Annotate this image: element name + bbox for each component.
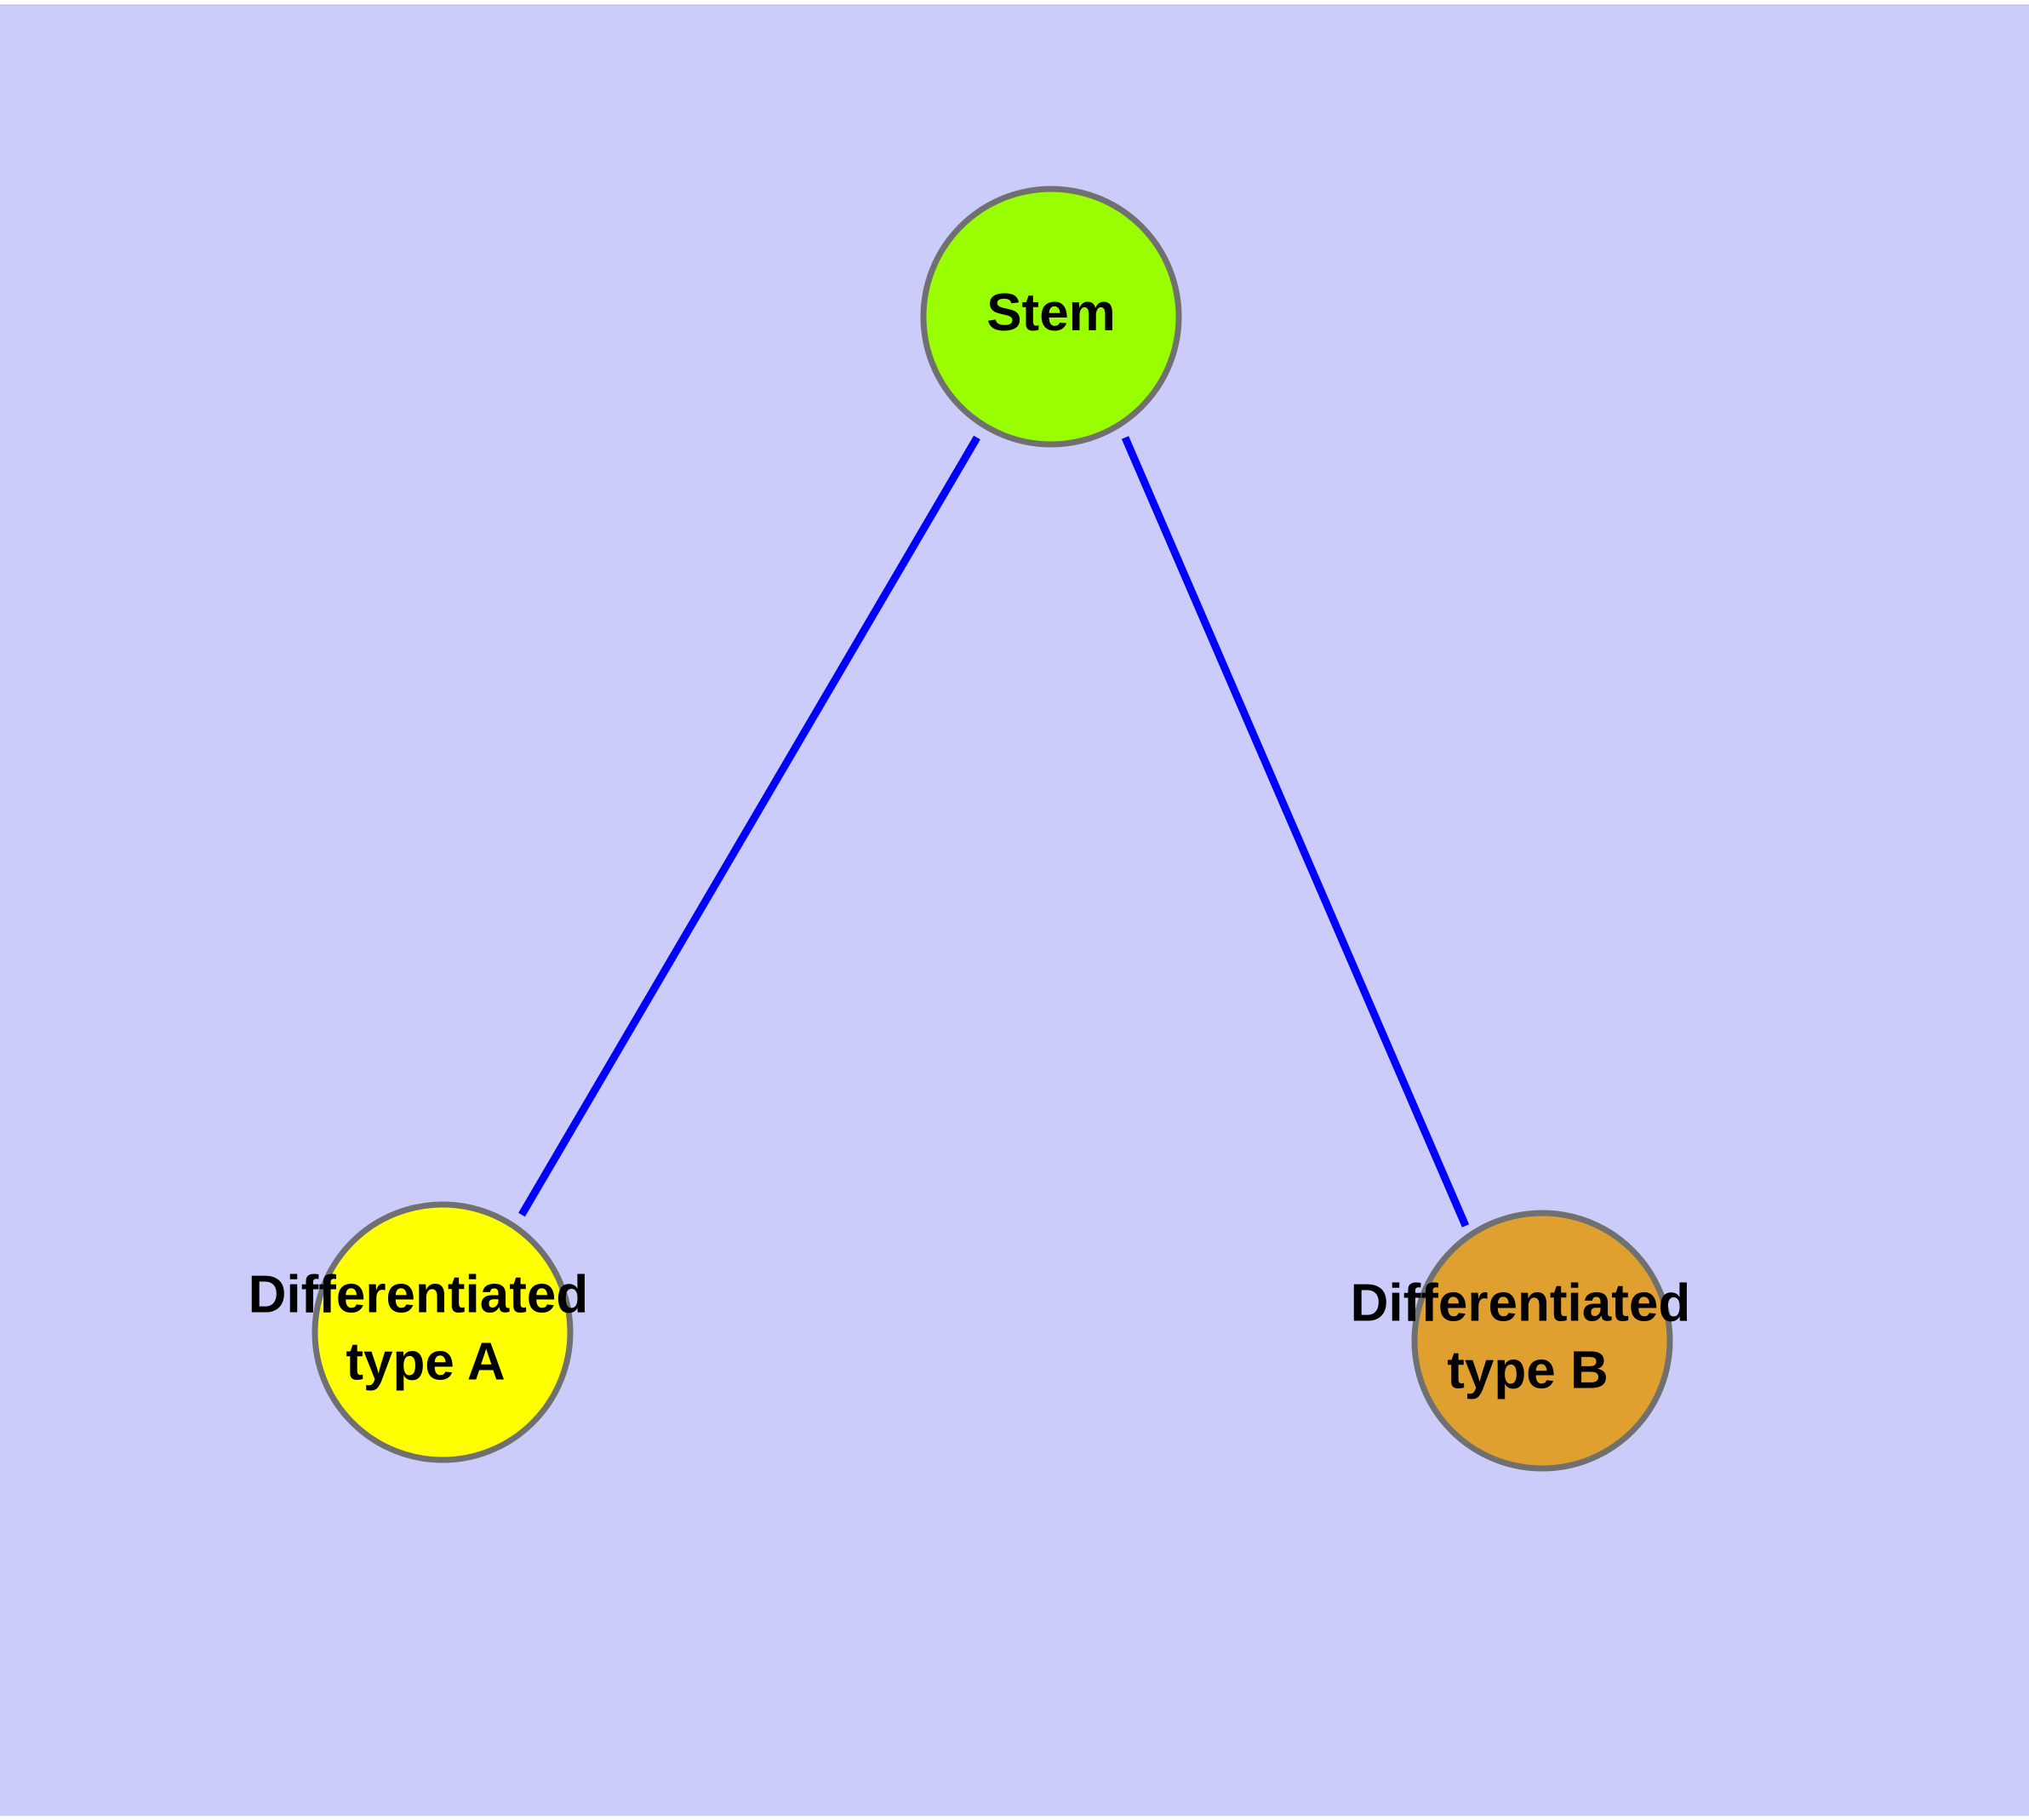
node-differentiated-type-a-label-line-1: Differentiated — [249, 1266, 589, 1325]
node-differentiated-type-b-label-line-1: Differentiated — [1351, 1274, 1691, 1333]
node-differentiated-type-b-label-line-2: type B — [1447, 1342, 1608, 1400]
node-differentiated-type-a-label-line-2: type A — [346, 1333, 505, 1392]
node-stem-label-line-1: Stem — [986, 283, 1116, 342]
edge-stem-to-differentiated-type-a[interactable] — [518, 435, 980, 1217]
node-differentiated-type-b-label: Differentiated type B — [1351, 1274, 1706, 1400]
node-differentiated-type-b[interactable]: Differentiated type B — [1351, 1210, 1706, 1472]
node-stem-label: Stem — [986, 283, 1116, 342]
edges-layer — [518, 435, 1470, 1228]
node-differentiated-type-a-label: Differentiated type A — [249, 1266, 603, 1392]
node-differentiated-type-b-circle[interactable] — [1411, 1210, 1673, 1472]
nodes-layer: Stem Differentiated type A Differentiate… — [249, 186, 1706, 1472]
node-differentiated-type-a-circle[interactable] — [311, 1201, 574, 1463]
edge-stem-to-differentiated-type-b[interactable] — [1121, 436, 1470, 1228]
node-stem-circle[interactable] — [920, 186, 1182, 448]
node-stem[interactable]: Stem — [920, 186, 1182, 448]
node-differentiated-type-a[interactable]: Differentiated type A — [249, 1201, 603, 1463]
